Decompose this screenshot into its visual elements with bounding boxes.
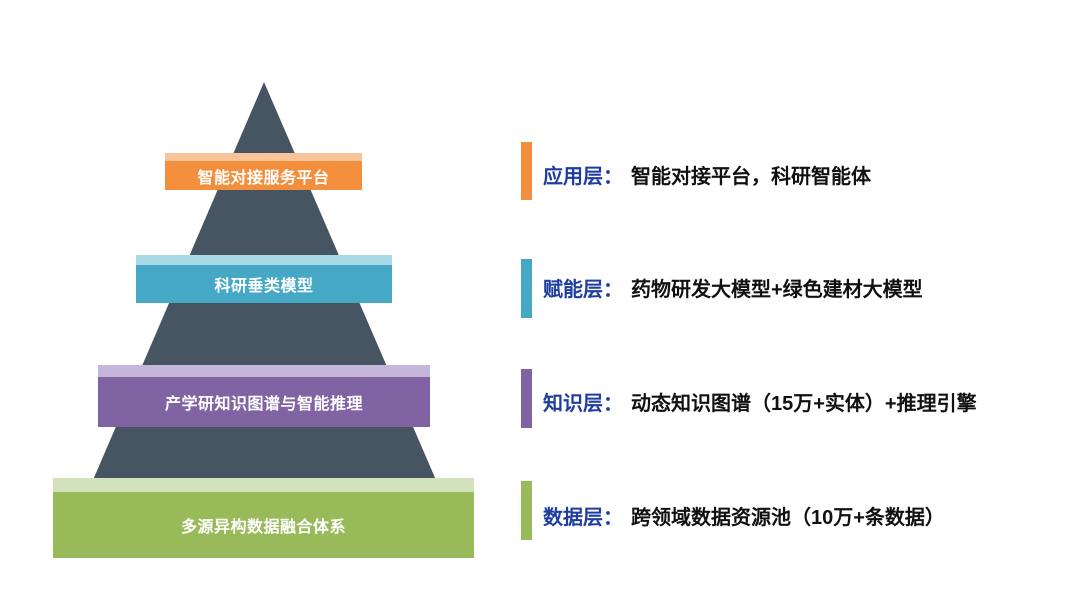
layer-top-face [136, 255, 392, 265]
layer-label: 产学研知识图谱与智能推理 [164, 396, 363, 413]
legend-marker [521, 142, 532, 200]
layer-data: 多源异构数据融合体系 [53, 492, 474, 558]
layer-label: 科研垂类模型 [214, 278, 314, 295]
layer-application: 智能对接服务平台 [165, 161, 362, 190]
layer-label: 多源异构数据融合体系 [180, 519, 346, 536]
legend-desc: 跨领域数据资源池（10万+条数据） [631, 506, 945, 529]
legend-item-enablement: 赋能层： 药物研发大模型+绿色建材大模型 [543, 273, 923, 301]
legend-marker [521, 369, 532, 428]
legend-title: 应用层： [543, 165, 623, 188]
legend-desc: 药物研发大模型+绿色建材大模型 [631, 278, 923, 301]
layer-top-face [98, 365, 430, 377]
legend-item-data: 数据层： 跨领域数据资源池（10万+条数据） [543, 501, 945, 529]
legend-desc: 动态知识图谱（15万+实体）+推理引擎 [631, 392, 977, 415]
legend-title: 知识层： [543, 392, 623, 415]
layer-label: 智能对接服务平台 [197, 169, 330, 187]
legend-item-application: 应用层： 智能对接平台，科研智能体 [543, 160, 871, 188]
layer-top-face [53, 478, 474, 492]
legend-item-knowledge: 知识层： 动态知识图谱（15万+实体）+推理引擎 [543, 387, 977, 415]
legend-title: 赋能层： [543, 278, 623, 301]
layer-knowledge: 产学研知识图谱与智能推理 [98, 377, 430, 427]
layer-enablement: 科研垂类模型 [136, 265, 392, 303]
layer-top-face [165, 153, 362, 161]
legend-marker [521, 481, 532, 540]
legend-marker [521, 259, 532, 318]
legend-desc: 智能对接平台，科研智能体 [631, 165, 871, 188]
legend-title: 数据层： [543, 506, 623, 529]
